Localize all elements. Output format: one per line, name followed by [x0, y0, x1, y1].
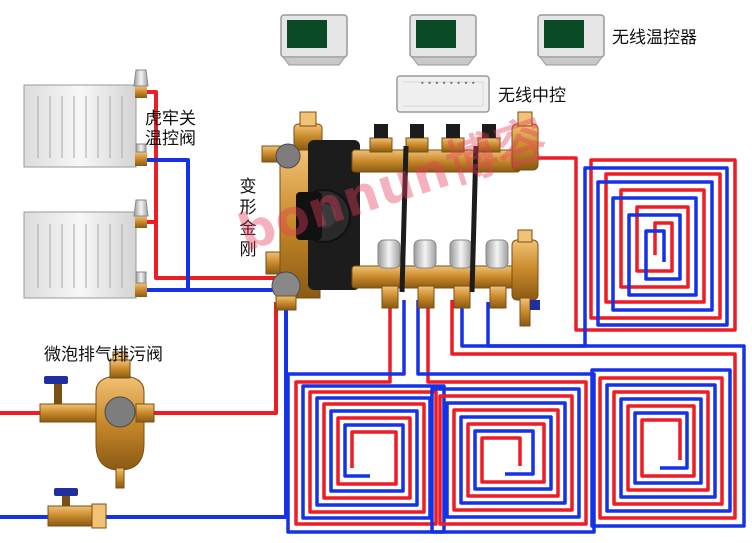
- label-tiger-valve-line2: 温控阀: [145, 129, 196, 149]
- floor-loop-bottom-left: [286, 300, 446, 534]
- label-tiger-valve-line1: 虎牢关: [145, 109, 196, 129]
- floor-loop-right-top: [452, 156, 737, 348]
- return-ball-valve: [47, 488, 107, 529]
- wireless-thermostat-1: [280, 14, 348, 66]
- radiator-valve-bottom-return: [135, 271, 147, 297]
- radiator-bottom: [23, 211, 137, 299]
- floor-loop-bottom-middle: [416, 300, 596, 534]
- return-manifold-bar: [351, 229, 540, 327]
- label-wireless-thermostat: 无线温控器: [612, 28, 697, 48]
- circulation-pump: [296, 140, 360, 290]
- wireless-thermostat-2: [409, 14, 477, 66]
- radiator-valve-top-supply: [133, 69, 149, 98]
- main-return-pipe: [0, 308, 288, 519]
- label-wireless-center: 无线中控: [498, 86, 566, 106]
- label-micro-bubble-valve: 微泡排气排污阀: [44, 345, 163, 365]
- manifold-brackets: [399, 145, 479, 293]
- label-transform-king-kong: 变形金刚: [239, 177, 257, 260]
- main-supply-pipe: [0, 302, 278, 415]
- floor-loop-bottom-right: [450, 300, 746, 528]
- svg-text:• • • • • • • •: • • • • • • • •: [420, 79, 476, 88]
- wireless-central-controller: • • • • • • • •: [396, 75, 490, 113]
- radiator-valve-top-return: [135, 143, 147, 166]
- radiator-top: [23, 84, 137, 168]
- radiator-return-pipe: [144, 158, 292, 292]
- radiator-valve-bottom-supply: [133, 199, 149, 228]
- micro-bubble-valve: [39, 351, 155, 489]
- wireless-thermostat-3: [537, 14, 605, 66]
